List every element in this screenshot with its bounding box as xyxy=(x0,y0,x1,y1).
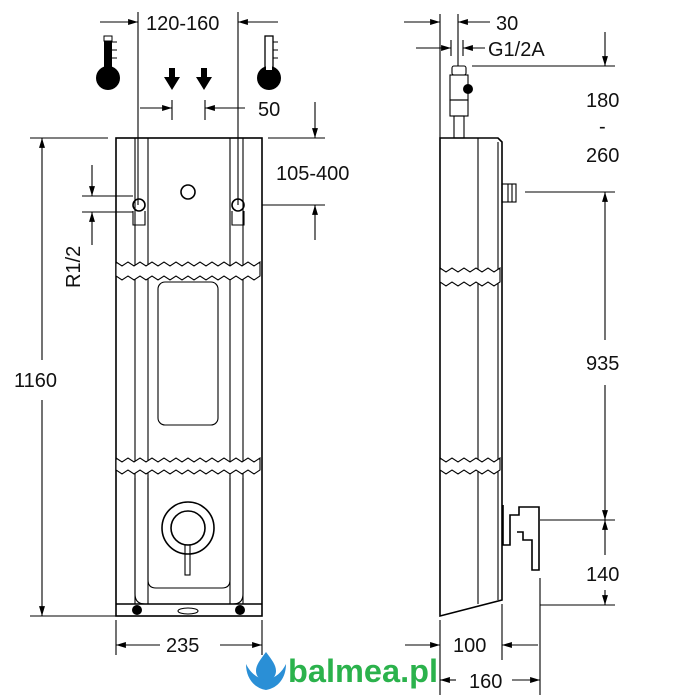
dim-top-height-dash: - xyxy=(599,116,606,138)
dim-depth-with-lever: 160 xyxy=(469,671,502,693)
dim-hole-spacing: 120-160 xyxy=(146,13,219,35)
dim-bottom-height: 140 xyxy=(586,564,619,586)
dim-connector-width: 30 xyxy=(496,13,518,35)
dim-depth: 100 xyxy=(453,635,486,657)
logo-text: balmea.pl xyxy=(288,653,438,689)
dim-top-height-a: 180 xyxy=(586,90,619,112)
thermometer-cold-icon xyxy=(257,35,281,90)
dim-mid-height: 935 xyxy=(586,353,619,375)
dimension-lines xyxy=(30,12,615,695)
dim-thread-side: G1/2A xyxy=(488,39,545,61)
side-view xyxy=(439,65,540,618)
dim-thread-front: R1/2 xyxy=(63,246,85,288)
balmea-logo: balmea.pl xyxy=(246,652,438,690)
dim-top-height-b: 260 xyxy=(586,145,619,167)
water-drop-hands-icon xyxy=(246,652,286,690)
dim-inlet-spacing: 50 xyxy=(258,99,280,121)
front-view xyxy=(115,137,263,617)
inlet-arrows-icon xyxy=(164,68,212,90)
dim-total-height: 1160 xyxy=(14,370,57,392)
thermometer-hot-icon xyxy=(96,35,120,90)
dim-height-offset: 105-400 xyxy=(276,163,349,185)
dim-width: 235 xyxy=(166,635,199,657)
